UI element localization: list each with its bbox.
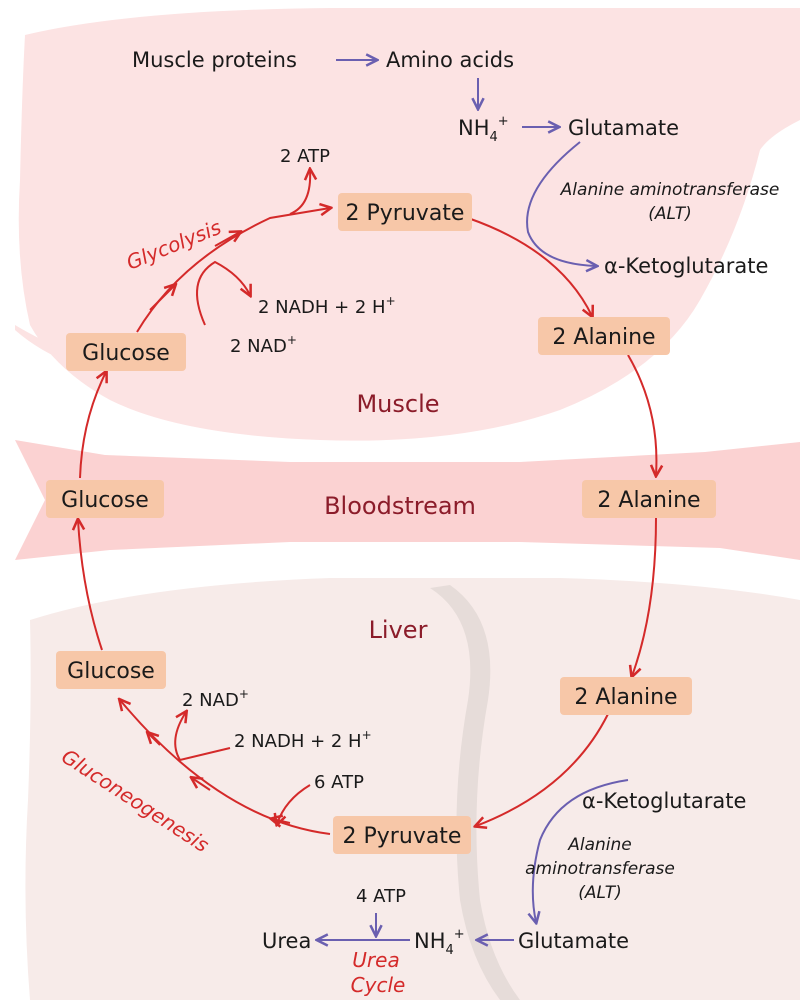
arrow-alanine-liver-to-pyruvate (476, 713, 609, 826)
glutamate-muscle-label: Glutamate (568, 116, 679, 140)
muscle-tail (15, 325, 75, 365)
nadh-muscle-label: 2 NADH + 2 H+ (258, 294, 396, 318)
alanine-liver-text: 2 Alanine (574, 685, 677, 710)
arrow-gng-head2 (192, 778, 211, 791)
nad-muscle-label: 2 NAD+ (230, 333, 297, 357)
muscle-label: Muscle (356, 390, 439, 418)
pyruvate-liver-text: 2 Pyruvate (343, 824, 462, 849)
amino-acids-label: Amino acids (386, 48, 514, 72)
bloodstream-label: Bloodstream (324, 492, 476, 520)
alt-liver-line2: aminotransferase (525, 859, 675, 879)
box-glucose-blood: Glucose (46, 480, 164, 518)
nh4-liver-label: NH4+ (414, 927, 465, 958)
glucose-blood-text: Glucose (61, 488, 149, 513)
akg-muscle-label: α-Ketoglutarate (604, 254, 768, 278)
alt-liver-line1: Alanine (567, 835, 632, 855)
arrow-alanine-blood-to-liver (632, 517, 657, 676)
arrow-akg-to-glutamate-liver (533, 779, 629, 922)
glucose-liver-text: Glucose (67, 659, 155, 684)
alt-liver-line3: (ALT) (578, 883, 622, 903)
box-alanine-blood: 2 Alanine (582, 480, 716, 518)
arrow-pyruvate-to-alanine (467, 217, 592, 316)
side-arrows (318, 60, 629, 940)
alanine-blood-text: 2 Alanine (597, 488, 700, 513)
alanine-muscle-text: 2 Alanine (552, 325, 655, 350)
arrow-alanine-muscle-to-blood (627, 354, 656, 475)
arrow-glucose-blood-to-muscle (79, 372, 106, 479)
alt-muscle-line1: Alanine aminotransferase (560, 180, 780, 200)
glutamate-liver-label: Glutamate (518, 929, 629, 953)
arrow-nadh-to-nad (174, 712, 231, 762)
nadh-liver-label: 2 NADH + 2 H+ (234, 728, 372, 752)
muscle-proteins-label: Muscle proteins (132, 48, 297, 72)
arrow-glutamate-to-akg (526, 141, 596, 266)
box-pyruvate-muscle: 2 Pyruvate (338, 193, 472, 231)
urea-label: Urea (262, 929, 311, 953)
atp2-label: 2 ATP (280, 146, 330, 167)
atp4-label: 4 ATP (356, 886, 406, 907)
urea-cycle-line2: Cycle (351, 973, 406, 997)
nad-liver-label: 2 NAD+ (182, 687, 249, 711)
arrow-atp-out (289, 170, 310, 215)
alt-muscle-line2: (ALT) (648, 204, 692, 224)
nh4-muscle-label: NH4+ (458, 114, 509, 145)
cycle-arrows (78, 170, 657, 835)
urea-cycle-line1: Urea (352, 948, 399, 972)
box-pyruvate-liver: 2 Pyruvate (333, 816, 471, 854)
pyruvate-muscle-text: 2 Pyruvate (346, 201, 465, 226)
liver-label: Liver (369, 616, 428, 644)
box-alanine-muscle: 2 Alanine (538, 317, 670, 355)
arrow-glycolysis (136, 208, 330, 333)
box-glucose-liver: Glucose (56, 651, 166, 689)
bloodstream-band (15, 440, 800, 560)
arrow-glucose-liver-to-blood (78, 520, 103, 651)
box-alanine-liver: 2 Alanine (560, 677, 692, 715)
box-glucose-muscle: Glucose (66, 333, 186, 371)
liver-lobe-divider (430, 585, 520, 1000)
arrow-gluconeogenesis (120, 700, 331, 835)
arrow-glycolysis-midhead (149, 285, 175, 311)
arrow-glycolysis-midhead2 (214, 232, 240, 247)
akg-liver-label: α-Ketoglutarate (582, 789, 746, 813)
arrow-gng-head3 (148, 733, 161, 746)
glucose-muscle-text: Glucose (82, 341, 170, 366)
atp6-label: 6 ATP (314, 772, 364, 793)
arrow-nad-to-nadh (196, 260, 250, 326)
arrow-6atp-in (277, 784, 311, 824)
